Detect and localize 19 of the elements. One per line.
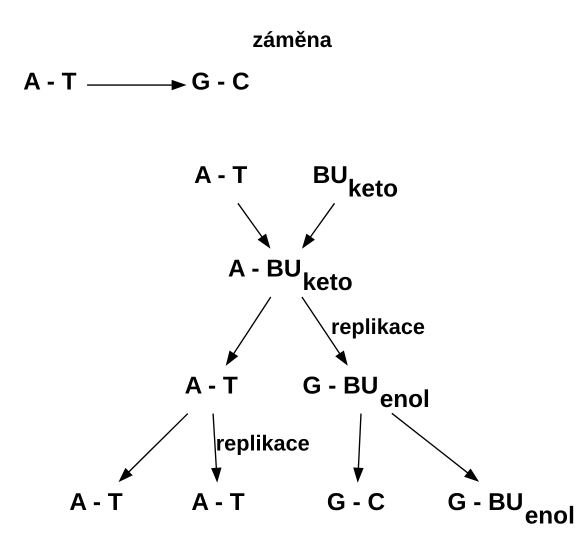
arrow [211, 414, 222, 483]
arrow [237, 202, 270, 249]
node-text: A - T [194, 162, 248, 190]
edge-label: replikace [330, 314, 425, 340]
arrow [118, 413, 188, 482]
node-text: A - T [69, 488, 123, 516]
node-text: G - C [326, 488, 386, 516]
arrow [301, 296, 348, 366]
node-text: G - C [191, 68, 250, 96]
node-text: A - T [184, 372, 238, 400]
arrow [391, 412, 480, 482]
arrow [353, 414, 364, 483]
arrow [302, 202, 336, 249]
diagram-title: záměna [252, 26, 332, 52]
node-text: A - T [191, 488, 245, 516]
arrow [87, 80, 187, 90]
edge-label: replikace [216, 430, 310, 456]
node-text: A - T [23, 68, 77, 96]
arrow [226, 296, 272, 366]
